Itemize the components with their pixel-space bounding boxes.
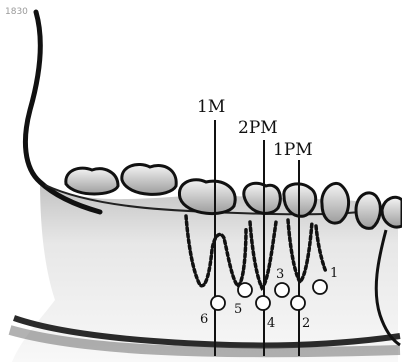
point-label-2: 2: [302, 316, 310, 331]
canine-tooth: [322, 183, 349, 223]
point-6-marker: [211, 296, 225, 310]
label-second-premolar: 2PM: [238, 118, 278, 138]
corner-mark: 1830: [5, 7, 28, 17]
label-first-premolar: 1PM: [273, 140, 313, 160]
point-5-marker: [238, 283, 252, 297]
point-label-5: 5: [234, 302, 242, 317]
molar-tooth: [122, 165, 176, 195]
incisor-tooth: [382, 197, 402, 227]
point-label-3: 3: [276, 267, 284, 282]
point-label-1: 1: [330, 266, 338, 281]
molar-tooth: [66, 168, 118, 194]
point-3-marker: [275, 283, 289, 297]
point-label-4: 4: [267, 316, 275, 331]
label-first-molar: 1M: [197, 97, 225, 117]
incisor-tooth: [356, 193, 380, 228]
point-label-6: 6: [200, 312, 208, 327]
point-1-marker: [313, 280, 327, 294]
point-4-marker: [256, 296, 270, 310]
molar-tooth: [179, 180, 235, 214]
point-2-marker: [291, 296, 305, 310]
